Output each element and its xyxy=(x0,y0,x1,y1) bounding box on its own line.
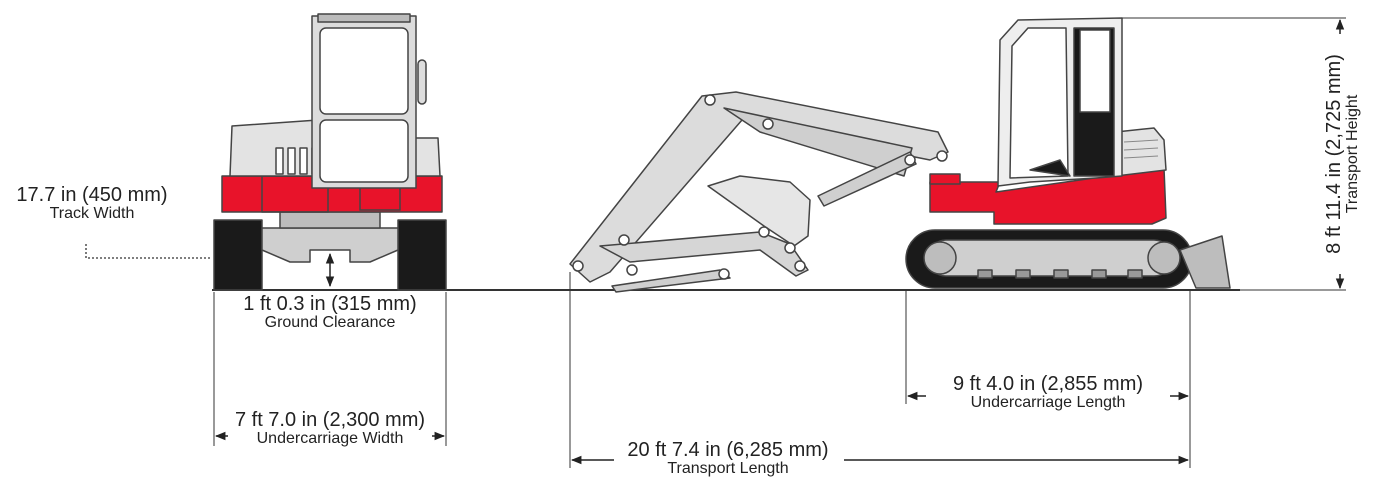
transport-length-value: 20 ft 7.4 in (6,285 mm) xyxy=(627,439,829,461)
undercarriage-width-value: 7 ft 7.0 in (2,300 mm) xyxy=(234,409,426,431)
track-width-leader xyxy=(85,244,212,259)
side-red-body xyxy=(929,167,1167,225)
undercarriage-length-value: 9 ft 4.0 in (2,855 mm) xyxy=(952,373,1144,395)
undercarriage-width-label: 7 ft 7.0 in (2,300 mm) Undercarriage Wid… xyxy=(222,410,438,448)
ground-clearance-value: 1 ft 0.3 in (315 mm) xyxy=(243,293,417,315)
ground-clearance-name: Ground Clearance xyxy=(264,314,396,331)
track-width-value: 17.7 in (450 mm) xyxy=(16,184,168,206)
transport-height-value: 8 ft 11.4 in (2,725 mm) xyxy=(1323,54,1345,254)
undercarriage-length-label: 9 ft 4.0 in (2,855 mm) Undercarriage Len… xyxy=(928,374,1168,412)
undercarriage-length-name: Undercarriage Length xyxy=(970,394,1126,411)
ground-clearance-label: 1 ft 0.3 in (315 mm) Ground Clearance xyxy=(225,294,435,332)
transport-height-label: 8 ft 11.4 in (2,725 mm) Transport Height xyxy=(1323,34,1368,274)
transport-length-name: Transport Length xyxy=(667,460,789,477)
dozer-blade xyxy=(1179,235,1231,289)
left-track xyxy=(213,219,263,291)
track-width-name: Track Width xyxy=(49,205,135,222)
undercarriage-width-name: Undercarriage Width xyxy=(256,430,404,447)
transport-length-label: 20 ft 7.4 in (6,285 mm) Transport Length xyxy=(610,440,846,478)
excavator-side-view xyxy=(569,17,1231,293)
excavator-front-view xyxy=(213,13,447,291)
track-width-label: 17.7 in (450 mm) Track Width xyxy=(2,185,182,223)
transport-height-name: Transport Height xyxy=(1344,94,1361,214)
engine-hood xyxy=(1115,127,1167,177)
front-undercarriage xyxy=(261,227,399,263)
right-track xyxy=(397,219,447,291)
